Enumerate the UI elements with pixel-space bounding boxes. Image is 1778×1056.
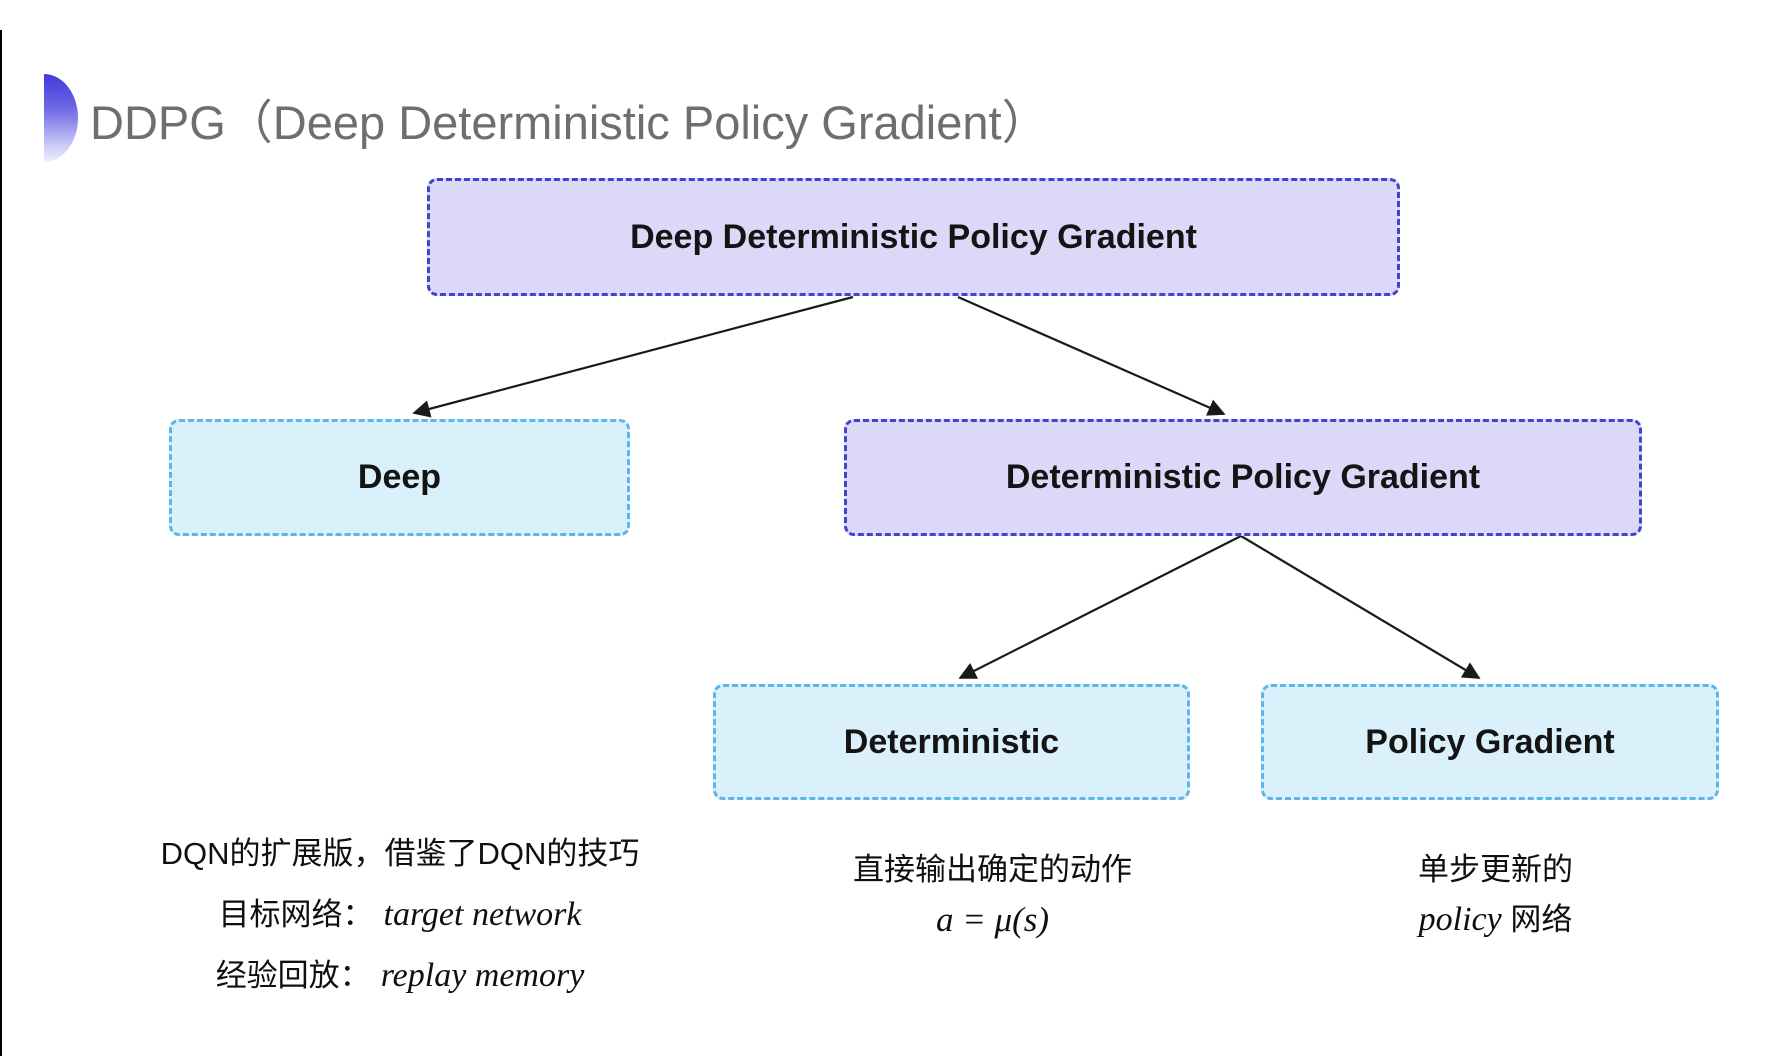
- node-ddpg: Deep Deterministic Policy Gradient: [427, 178, 1400, 296]
- note-deep-line1: DQN的扩展版，借鉴了DQN的技巧: [160, 836, 640, 871]
- edge-ddpg-dpg: [957, 295, 1226, 416]
- node-deep-label: Deep: [357, 458, 442, 496]
- note-deep-line3-label: 经验回放：: [215, 958, 371, 993]
- left-border-line: [0, 30, 2, 1056]
- node-dpg: Deterministic Policy Gradient: [844, 419, 1642, 536]
- node-ddpg-label: Deep Deterministic Policy Gradient: [630, 217, 1197, 256]
- note-policy-line2: policy 网络: [1419, 899, 1573, 941]
- node-deep: Deep: [169, 419, 630, 536]
- note-deep-line3-term: replay memory: [380, 957, 585, 994]
- edge-dpg-policy-gradient: [1240, 535, 1481, 679]
- note-deterministic-formula: a = μ(s): [935, 900, 1050, 939]
- note-deterministic: 直接输出确定的动作 a = μ(s): [790, 849, 1195, 941]
- page-title: DDPG（Deep Deterministic Policy Gradient）: [90, 95, 1049, 149]
- node-policy-gradient-label: Policy Gradient: [1365, 722, 1615, 761]
- node-deterministic: Deterministic: [713, 684, 1190, 800]
- note-deep-line3: 经验回放： replay memory: [216, 955, 585, 997]
- note-policy-suffix: 网络: [1501, 902, 1573, 937]
- node-dpg-label: Deterministic Policy Gradient: [1005, 458, 1481, 496]
- note-policy-gradient: 单步更新的 policy 网络: [1293, 849, 1698, 941]
- node-deterministic-label: Deterministic: [843, 722, 1060, 761]
- note-policy-term: policy: [1418, 901, 1502, 938]
- note-deep-line2: 目标网络： target network: [219, 894, 582, 936]
- slide-header: DDPG（Deep Deterministic Policy Gradient）: [44, 74, 1049, 162]
- edge-ddpg-deep: [412, 295, 854, 418]
- node-policy-gradient: Policy Gradient: [1261, 684, 1719, 800]
- note-deep-line2-label: 目标网络：: [218, 897, 374, 932]
- note-deep-line2-term: target network: [383, 896, 582, 933]
- note-deterministic-line1: 直接输出确定的动作: [853, 852, 1132, 887]
- note-policy-line1: 单步更新的: [1418, 852, 1573, 887]
- note-deep: DQN的扩展版，借鉴了DQN的技巧 目标网络： target network 经验…: [120, 833, 680, 997]
- edge-dpg-deterministic: [958, 535, 1242, 679]
